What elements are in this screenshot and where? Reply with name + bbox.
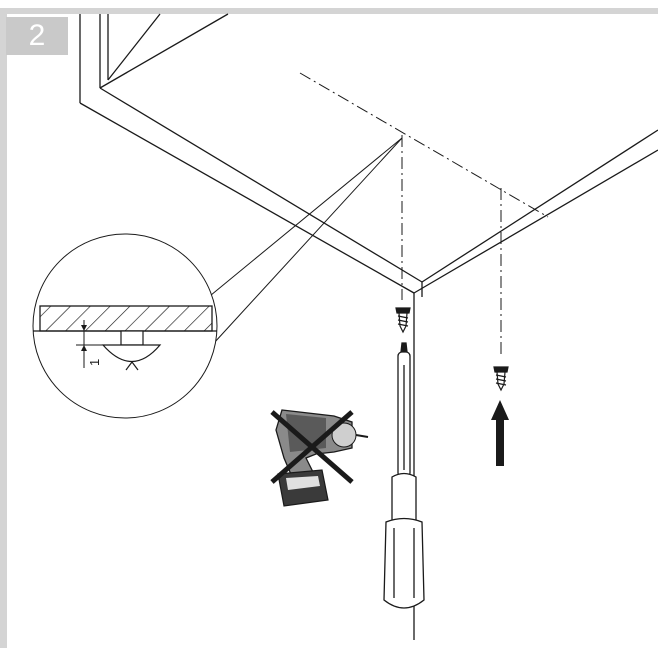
arrow-up-icon [491,400,509,466]
detail-callout [32,233,218,419]
cabinet-outline [79,13,658,640]
power-drill-not-allowed-icon [270,409,369,507]
page-frame [0,8,658,648]
center-lines [299,72,549,355]
screw-left [395,307,411,334]
dimension-label: 1 [87,359,102,366]
detail-leader-lines [204,137,403,344]
screwdriver-icon [383,342,425,609]
screw-right [493,366,509,392]
step-number-badge: 2 [6,17,68,55]
